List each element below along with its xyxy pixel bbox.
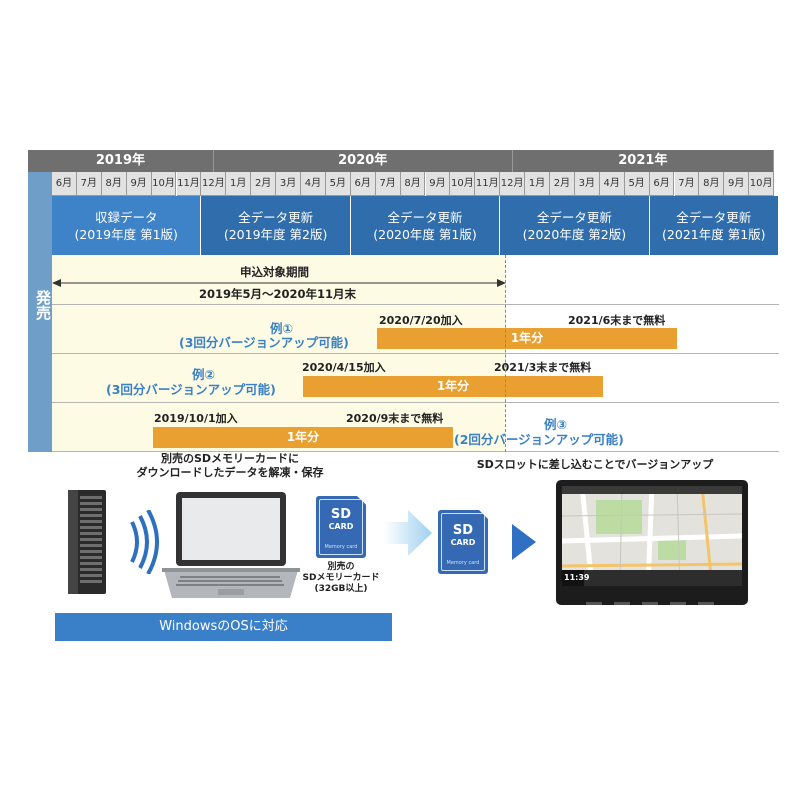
example-2-bar: 1年分 [303,376,603,397]
month-cell: 3月 [575,172,600,196]
month-cell: 4月 [600,172,625,196]
year-cell: 2019年 [28,150,214,172]
application-period-row: 申込対象期間 2019年5月～2020年11月末 [52,255,779,305]
period-end-line [505,255,506,452]
example-2-free-until: 2021/3末まで無料 [494,359,591,375]
month-cell: 8月 [699,172,724,196]
nav-screen: 11:39 [562,486,742,586]
month-cell: 5月 [326,172,351,196]
sd-memory-text: Memory card [316,544,366,550]
example-row-2: 例② (3回分バージョンアップ可能) 2020/4/15加入 2021/3末まで… [52,354,779,403]
version-cell: 全データ更新(2020年度 第1版) [351,196,500,255]
sd-card-2-text: CARD [438,536,488,549]
month-cell: 4月 [301,172,326,196]
month-cell: 2月 [251,172,276,196]
nav-clock: 11:39 [564,573,589,582]
download-caption: 別売のSDメモリーカードに ダウンロードしたデータを解凍・保存 [120,452,340,480]
month-cell: 10月 [152,172,177,196]
month-cell: 7月 [77,172,102,196]
version-edition: (2020年度 第2版) [500,226,648,243]
month-cell: 5月 [625,172,650,196]
sd-card-text: CARD [316,520,366,533]
month-cell: 12月 [201,172,226,196]
example-2-added: 2020/4/15加入 [302,359,386,375]
laptop-icon [162,490,300,602]
period-range: 2019年5月～2020年11月末 [199,286,356,302]
month-cell: 9月 [426,172,451,196]
sd-card-2-icon: SD CARD Memory card [438,510,488,574]
example-3-detail: (2回分バージョンアップ可能) [454,429,624,448]
car-navigation-unit: 11:39 [556,480,748,605]
version-cell: 全データ更新(2021年度 第1版) [650,196,779,255]
example-1-free-until: 2021/6末まで無料 [568,312,665,328]
windows-support-banner: WindowsのOSに対応 [55,613,392,641]
release-label: 発売 [28,290,52,320]
insert-caption: SDスロットに差し込むことでバージョンアップ [455,458,735,472]
month-cell: 6月 [650,172,675,196]
transfer-arrow-icon [384,510,432,556]
release-column: 発売 [28,172,52,452]
month-cell: 8月 [102,172,127,196]
month-cell: 11月 [475,172,500,196]
example-1-detail: (3回分バージョンアップ可能) [179,332,349,351]
year-cell: 2021年 [513,150,774,172]
month-cell: 1月 [226,172,251,196]
month-cell: 11月 [177,172,202,196]
example-3-added: 2019/10/1加入 [154,410,238,426]
arrow-right-icon [512,524,536,560]
month-cell: 6月 [52,172,77,196]
example-1-added: 2020/7/20加入 [379,312,463,328]
server-icon [64,488,110,598]
version-name: 全データ更新 [201,209,349,226]
version-name: 全データ更新 [351,209,499,226]
version-name: 収録データ [52,209,200,226]
month-cell: 7月 [376,172,401,196]
month-cell: 9月 [724,172,749,196]
month-cell: 2月 [550,172,575,196]
version-name: 全データ更新 [500,209,648,226]
month-cell: 9月 [127,172,152,196]
month-cell: 7月 [675,172,700,196]
month-cell: 6月 [351,172,376,196]
version-edition: (2021年度 第1版) [650,226,778,243]
sd-card-caption: 別売の SDメモリーカード (32GB以上) [286,562,396,595]
version-cell: 全データ更新(2019年度 第2版) [201,196,350,255]
version-edition: (2019年度 第2版) [201,226,349,243]
nav-buttons [566,592,738,598]
map-image [562,486,742,586]
version-edition: (2019年度 第1版) [52,226,200,243]
sd-card-2-memory-text: Memory card [438,560,488,566]
example-1-bar: 1年分 [377,328,677,349]
example-row-1: 例① (3回分バージョンアップ可能) 2020/7/20加入 2021/6末まで… [52,305,779,354]
sd-card-icon: SD CARD Memory card [316,496,366,558]
month-cell: 10月 [749,172,774,196]
month-cell: 10月 [450,172,475,196]
version-name: 全データ更新 [650,209,778,226]
example-2-detail: (3回分バージョンアップ可能) [106,379,276,398]
version-cell: 全データ更新(2020年度 第2版) [500,196,649,255]
month-cell: 8月 [401,172,426,196]
year-cell: 2020年 [214,150,513,172]
month-cell: 12月 [500,172,525,196]
example-3-bar: 1年分 [153,427,453,448]
month-cell: 3月 [276,172,301,196]
example-row-3: 2019/10/1加入 2020/9末まで無料 1年分 例③ (2回分バージョン… [52,403,779,452]
version-edition: (2020年度 第1版) [351,226,499,243]
version-cell: 収録データ(2019年度 第1版) [52,196,201,255]
month-cell: 1月 [525,172,550,196]
example-3-free-until: 2020/9末まで無料 [346,410,443,426]
wireless-icon [122,510,162,574]
